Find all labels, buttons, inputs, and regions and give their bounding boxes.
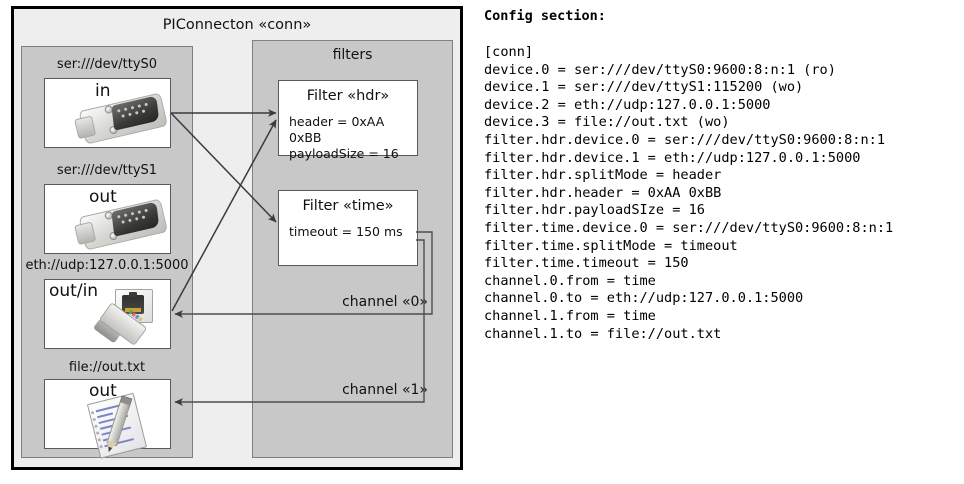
serial-port-icon <box>71 193 170 255</box>
config-section-pane: Config section: [conn] device.0 = ser://… <box>478 0 964 484</box>
architecture-diagram: PIConnecton «conn» ser:///dev/ttyS0 in s… <box>0 0 478 484</box>
filter-box-time[interactable]: Filter «time» timeout = 150 ms <box>278 190 418 266</box>
device-label-file: file://out.txt <box>68 360 146 375</box>
device-label-eth: eth://udp:127.0.0.1:5000 <box>25 258 189 273</box>
filter-hdr-prop-header: header = 0xAA 0xBB <box>289 114 385 145</box>
channel-label-1: channel «1» <box>342 382 428 398</box>
device-box-ttys1[interactable]: out <box>44 184 171 254</box>
device-direction-eth: out/in <box>49 281 99 301</box>
device-direction-ttys0: in <box>95 81 111 101</box>
filters-group-title: filters <box>332 47 373 63</box>
ethernet-jack-icon <box>92 289 169 351</box>
device-label-ttys0: ser:///dev/ttyS0 <box>56 57 158 72</box>
device-label-ttys1: ser:///dev/ttyS1 <box>56 163 158 178</box>
filter-time-prop-timeout: timeout = 150 ms <box>289 224 403 239</box>
filter-box-hdr[interactable]: Filter «hdr» header = 0xAA 0xBB payloadS… <box>278 80 418 161</box>
filter-hdr-properties: header = 0xAA 0xBB payloadSize = 16 <box>289 114 417 162</box>
device-box-eth[interactable]: out/in <box>44 279 171 349</box>
serial-port-icon <box>71 87 170 149</box>
device-box-file[interactable]: out <box>44 379 171 459</box>
filter-time-title: Filter «time» <box>302 198 394 214</box>
filter-hdr-prop-payloadsize: payloadSize = 16 <box>289 146 399 161</box>
device-direction-file: out <box>89 381 117 401</box>
config-text: [conn] device.0 = ser:///dev/ttyS0:9600:… <box>484 44 894 342</box>
filter-hdr-title: Filter «hdr» <box>306 88 390 104</box>
device-box-ttys0[interactable]: in <box>44 78 171 148</box>
filter-time-properties: timeout = 150 ms <box>289 224 403 240</box>
device-direction-ttys1: out <box>89 187 117 207</box>
channel-label-0: channel «0» <box>342 294 428 310</box>
diagram-title: PIConnecton «conn» <box>162 17 312 33</box>
config-heading: Config section: <box>484 8 606 24</box>
